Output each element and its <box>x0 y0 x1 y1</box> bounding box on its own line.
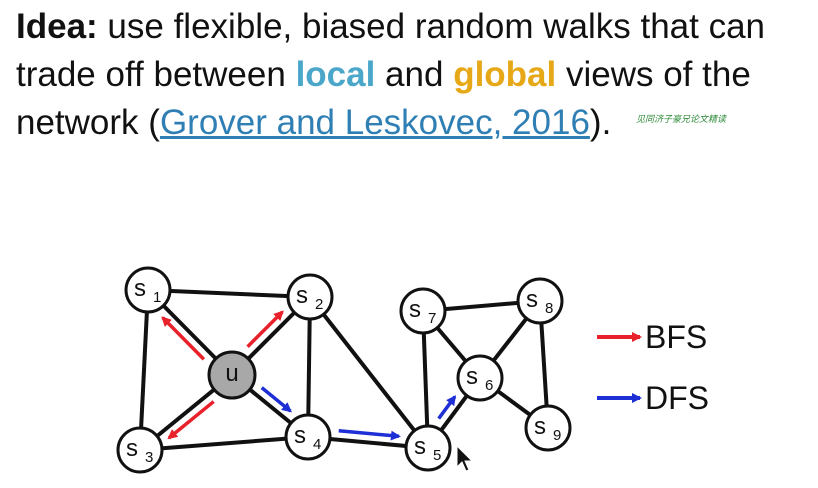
title-line-3: network (Grover and Leskovec, 2016). <box>16 100 611 146</box>
title-line-3-pre: network ( <box>16 103 160 142</box>
node-label-s6: s <box>466 363 478 390</box>
node-circle-s3 <box>116 426 164 474</box>
node-label-s8: s <box>526 286 538 313</box>
edge-s1-s3 <box>138 289 150 451</box>
node-circle-s5 <box>404 424 452 472</box>
node-label-s9: s <box>534 413 546 440</box>
watermark: 见同济子豪兄论文精读 <box>636 115 727 125</box>
title-line-2-post: views of the <box>556 55 751 94</box>
title-line-2-pre: trade off between <box>16 55 296 94</box>
node-label-s5: s <box>414 433 426 460</box>
citation-link[interactable]: Grover and Leskovec, 2016 <box>159 103 590 142</box>
dfs-arrow-u-s4 <box>260 386 292 413</box>
node-circle-s9 <box>524 404 572 452</box>
node-subscript-s2: 2 <box>315 296 323 313</box>
bfs-arrow-u-s1 <box>161 316 206 361</box>
node-subscript-s8: 8 <box>545 300 553 317</box>
dfs-arrow-s4-s5 <box>338 429 401 441</box>
node-label-s2: s <box>296 282 308 309</box>
node-subscript-s5: 5 <box>433 447 441 464</box>
title-line-1-text: use flexible, biased random walks that c… <box>97 7 766 46</box>
node-circle-s4 <box>284 413 332 461</box>
node-circle-s6 <box>456 354 504 402</box>
node-subscript-s3: 3 <box>145 449 153 466</box>
edge-s1-s2 <box>147 288 311 299</box>
bfs-legend-label: BFS <box>645 319 707 355</box>
node-subscript-s1: 1 <box>153 289 161 306</box>
node-label-s1: s <box>134 275 146 302</box>
node-circle-s2 <box>286 273 334 321</box>
idea-label: Idea: <box>16 7 98 46</box>
node-label-s3: s <box>126 435 138 462</box>
node-circle-s1 <box>124 266 172 314</box>
title-line-2-mid: and <box>375 55 454 94</box>
node-subscript-s6: 6 <box>485 377 493 394</box>
walk-arrows <box>161 310 457 441</box>
title-line-3-post: ). <box>589 103 612 142</box>
dfs-arrow-s5-s6 <box>437 395 457 420</box>
node-subscript-s7: 7 <box>428 310 436 327</box>
mouse-cursor-icon <box>456 444 474 472</box>
node-label-s4: s <box>294 422 306 449</box>
node-u: u <box>207 350 257 400</box>
node-circle-s8 <box>516 277 564 325</box>
edge-s3-s4 <box>139 435 309 452</box>
edge-s2-s5 <box>308 295 430 450</box>
title-line-1: Idea: use flexible, biased random walks … <box>16 4 765 50</box>
node-label-u: u <box>225 360 238 387</box>
node-circle-u <box>207 350 257 400</box>
local-keyword: local <box>295 55 376 94</box>
bfs-arrow-u-s3 <box>167 400 215 440</box>
node-subscript-s9: 9 <box>553 427 561 444</box>
node-circle-s7 <box>399 287 447 335</box>
title-line-2: trade off between local and global views… <box>16 52 751 98</box>
global-keyword: global <box>453 55 557 94</box>
dfs-legend-label: DFS <box>645 380 709 416</box>
node-label-s7: s <box>409 296 421 323</box>
bfs-arrow-u-s2 <box>246 310 284 348</box>
node-subscript-s4: 4 <box>313 436 321 453</box>
legend: BFS DFS <box>597 319 709 416</box>
